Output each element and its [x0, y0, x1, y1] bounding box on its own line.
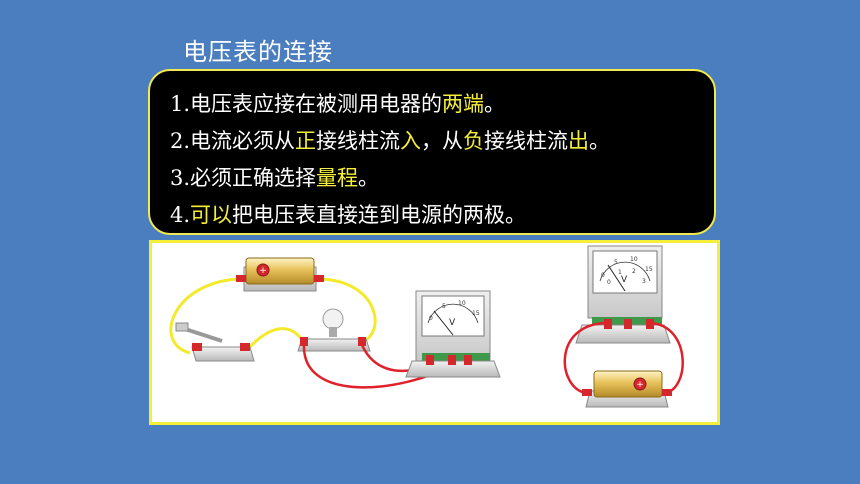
battery-left: +	[236, 257, 324, 292]
rule-2-part-7: 接线柱流	[484, 129, 569, 153]
yellow-wire-middle	[246, 327, 306, 351]
meter-right-subscale-0: 0	[607, 279, 611, 286]
slide-title: 电压表的连接	[183, 38, 333, 66]
meter-left-scale-15: 15	[472, 310, 480, 317]
meter-right-scale-0: 0	[601, 272, 605, 279]
voltmeter-left: 0 5 10 15 V	[405, 290, 501, 378]
rule-2-highlight-negative: 负	[463, 129, 485, 153]
rule-line-3: 3.必须正确选择量程。	[170, 160, 714, 197]
rule-4-highlight-can: 可以	[190, 203, 233, 227]
rule-line-2: 2.电流必须从正接线柱流入，从负接线柱流出。	[170, 123, 714, 160]
meter-right-scale-15: 15	[645, 266, 653, 273]
svg-text:+: +	[636, 380, 644, 390]
rule-3-part-1: 3.必须正确选择	[170, 166, 317, 190]
circuit-illustration: + 0 5 10	[169, 245, 684, 408]
rule-1-part-3: 。	[484, 92, 506, 116]
voltmeter-right: 0 5 10 15 0 1 2 3 V	[575, 245, 671, 344]
rule-3-highlight-range: 量程	[316, 166, 359, 190]
rule-2-part-9: 。	[589, 129, 611, 153]
red-wire-right-1	[563, 321, 609, 395]
svg-text:+: +	[259, 266, 267, 276]
meter-right-scale-10: 10	[630, 256, 638, 263]
meter-right-subscale-1: 1	[618, 269, 622, 276]
rule-line-1: 1.电压表应接在被测用电器的两端。	[170, 86, 714, 123]
rule-3-part-3: 。	[358, 166, 380, 190]
meter-right-subscale-3: 3	[642, 278, 646, 285]
battery-right: +	[582, 370, 672, 408]
rule-1-highlight-both-ends: 两端	[442, 92, 485, 116]
meter-right-scale-5: 5	[614, 259, 618, 266]
rule-2-part-1: 2.电流必须从	[170, 129, 296, 153]
knife-switch	[175, 322, 255, 362]
meter-left-unit: V	[449, 318, 456, 328]
rule-1-part-1: 1.电压表应接在被测用电器的	[170, 92, 443, 116]
rule-line-4: 4.可以把电压表直接连到电源的两极。	[170, 197, 714, 234]
meter-left-scale-0: 0	[429, 315, 433, 322]
meter-left-scale-5: 5	[442, 303, 446, 310]
rule-4-part-1: 4.	[170, 203, 191, 227]
light-bulb	[297, 308, 371, 352]
circuit-figure: + 0 5 10	[149, 240, 720, 425]
meter-right-subscale-2: 2	[632, 268, 636, 275]
rule-2-part-5: ，从	[421, 129, 464, 153]
meter-left-scale-10: 10	[458, 300, 466, 307]
meter-right-unit: V	[621, 275, 628, 285]
rule-2-highlight-in: 入	[400, 129, 422, 153]
rule-2-highlight-positive: 正	[295, 129, 317, 153]
rule-2-highlight-out: 出	[568, 129, 590, 153]
yellow-wire-top	[169, 277, 239, 355]
rules-box: 1.电压表应接在被测用电器的两端。 2.电流必须从正接线柱流入，从负接线柱流出。…	[148, 69, 716, 235]
rule-2-part-3: 接线柱流	[316, 129, 401, 153]
rule-4-part-3: 把电压表直接连到电源的两极。	[232, 203, 527, 227]
